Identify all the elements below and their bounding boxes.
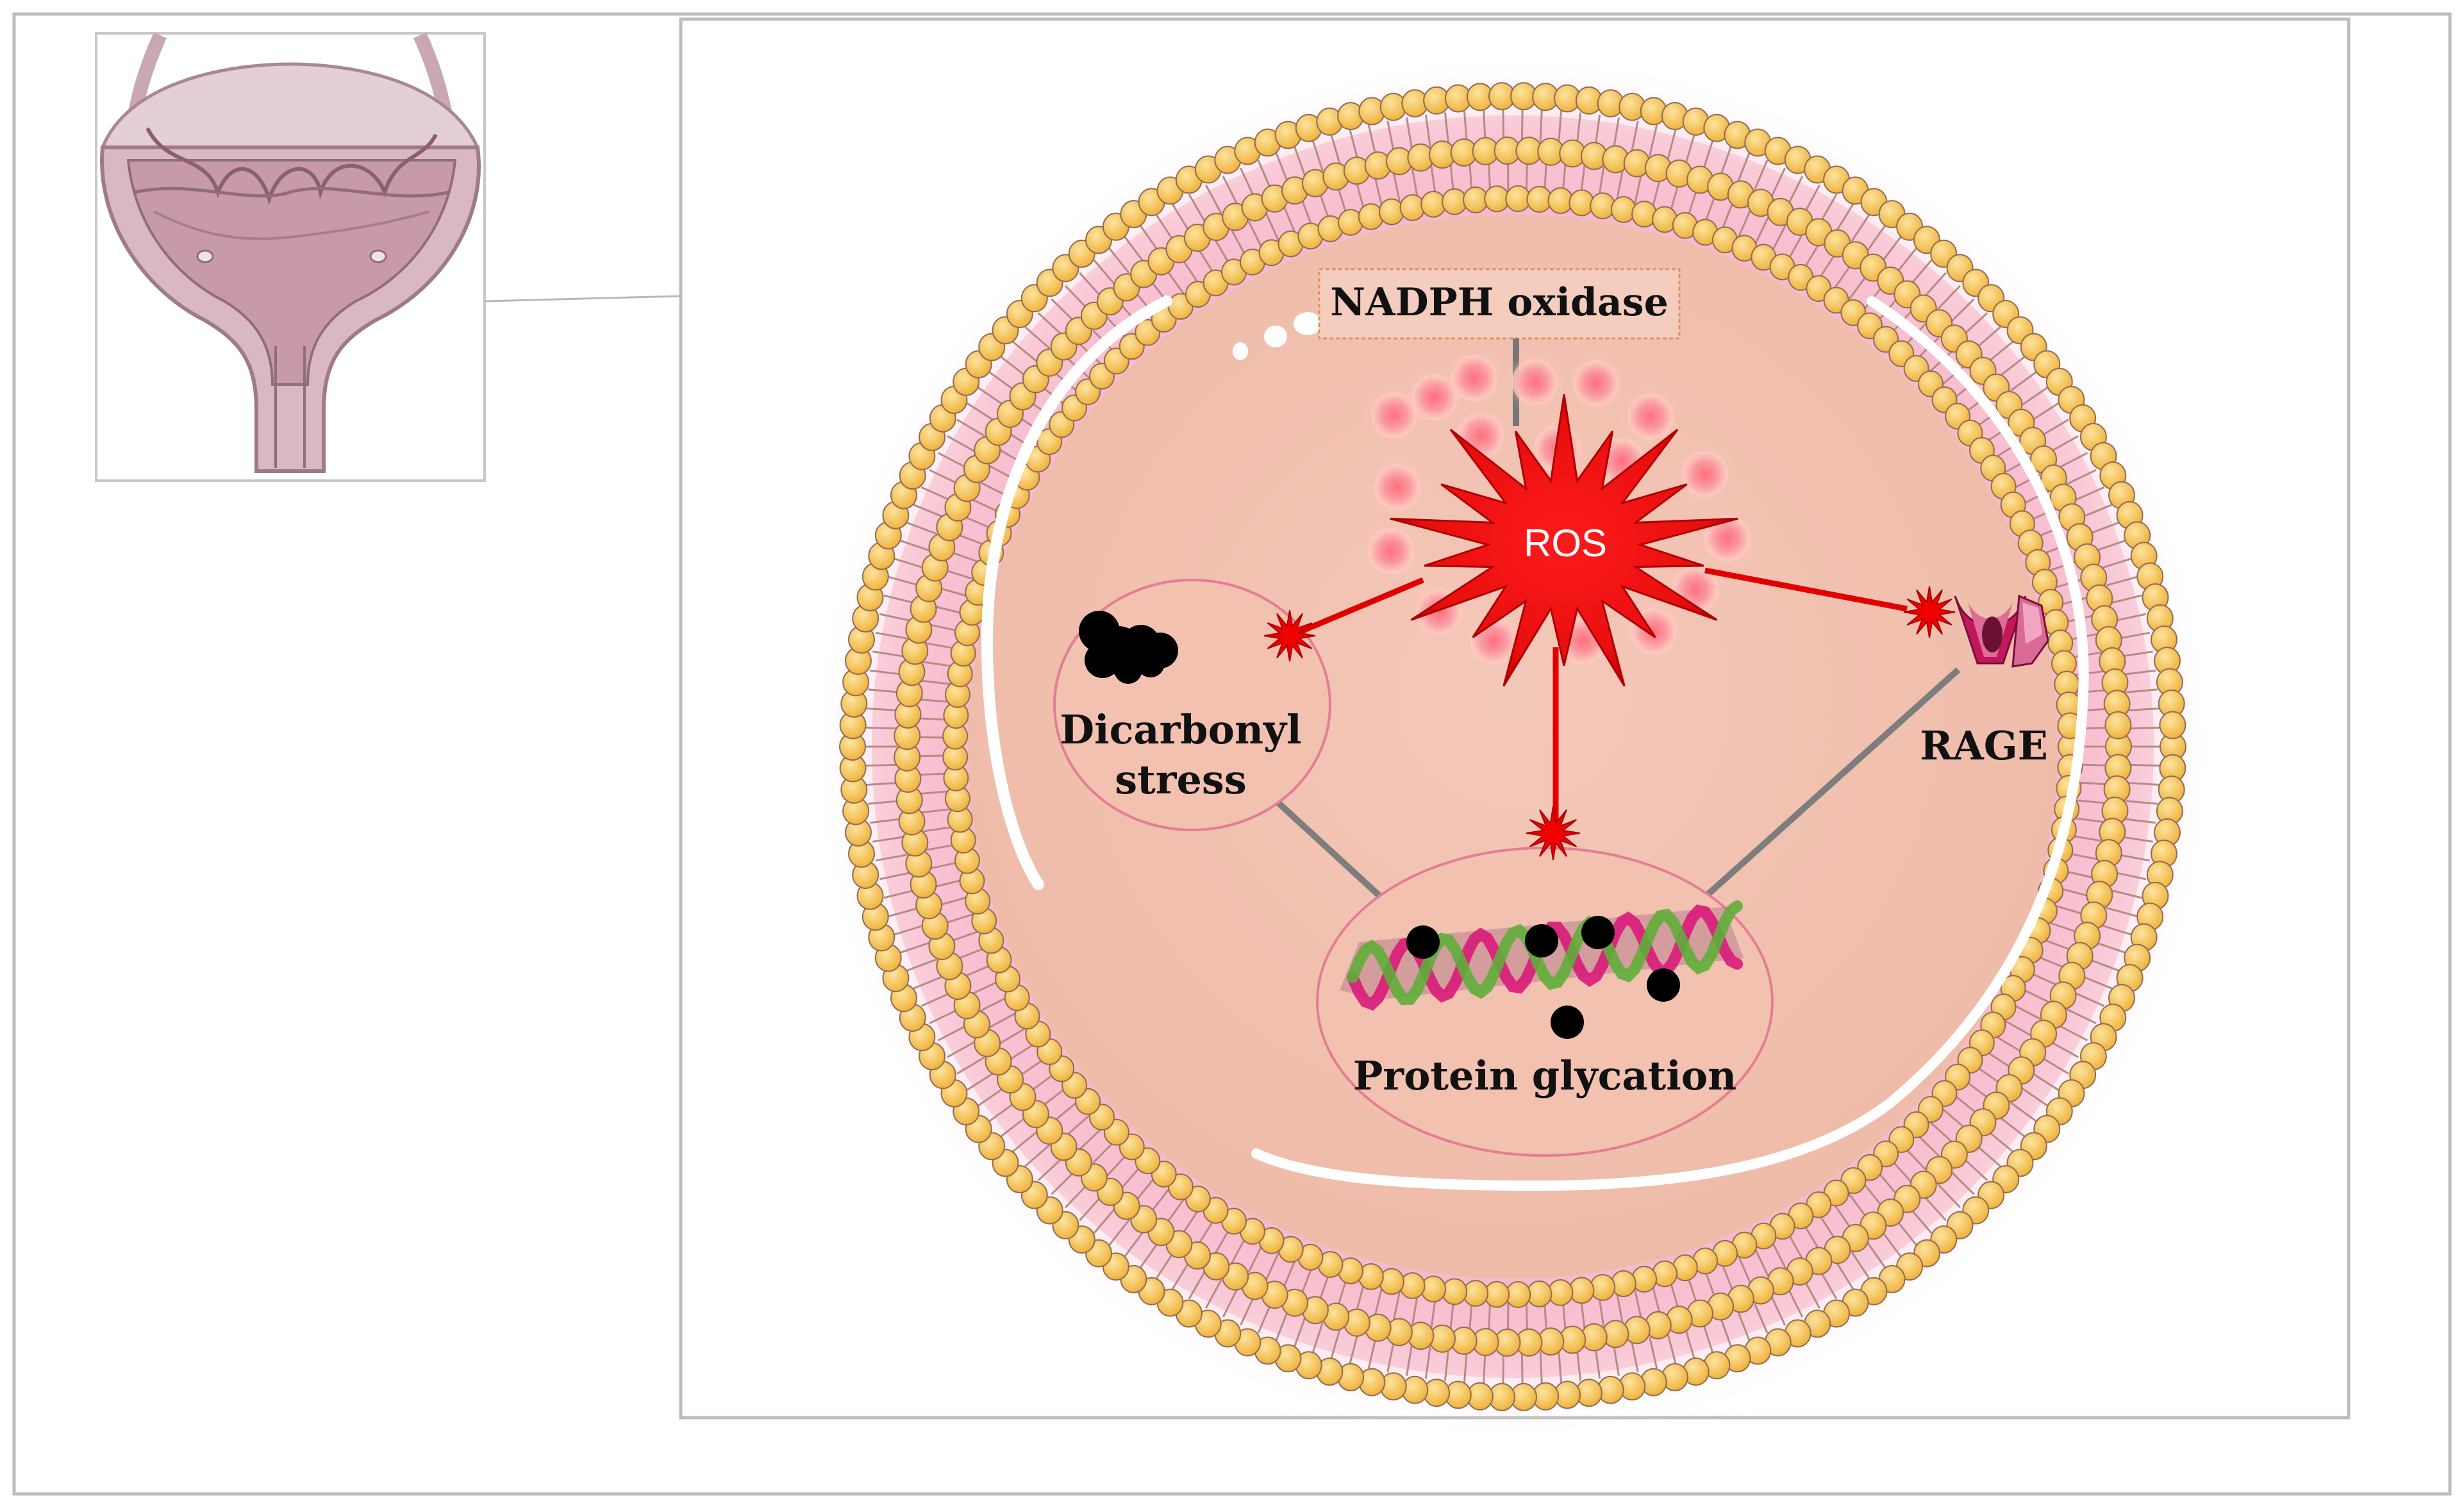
protein-glycation-circle <box>1316 847 1774 1157</box>
dicarbonyl-label-line2: stress <box>1115 756 1246 803</box>
membrane-middle-ring <box>894 137 2132 1357</box>
ros-arrows <box>1300 567 1908 824</box>
impact-star-dicarbonyl <box>1263 609 1316 662</box>
highlight-arc-left <box>981 295 1172 890</box>
membrane-inner-ring <box>942 185 2083 1308</box>
nadph-oxidase-box <box>1318 268 1681 340</box>
protein-glycation-label: Protein glycation <box>1353 1052 1736 1099</box>
rage-label: RAGE <box>1920 722 2048 769</box>
ros-label: ROS <box>1524 522 1607 565</box>
impact-star-glycation <box>1526 806 1581 861</box>
impact-stars <box>1263 586 1956 861</box>
rage-to-glycation-line <box>1706 667 1961 897</box>
arrow-ros-to-dicarbonyl <box>1300 577 1424 634</box>
glycation-adducts <box>1406 916 1680 1039</box>
cytoplasm <box>968 215 2058 1279</box>
rage-receptor-icon <box>1954 594 2049 668</box>
zoom-connector-line <box>484 295 681 302</box>
bubbles <box>1233 312 1322 360</box>
highlight-arc-right <box>1251 296 2089 1191</box>
bladder-illustration-icon <box>100 32 481 473</box>
membrane-outer-ring <box>839 82 2186 1411</box>
dicarbonyl-to-glycation-line <box>1263 789 1387 903</box>
arrow-ros-to-rage <box>1704 567 1908 612</box>
dicarbonyl-cluster-icon <box>1079 611 1178 684</box>
bladder-inset <box>95 32 486 482</box>
outer-frame <box>12 12 2452 1496</box>
nadph-oxidase-label: NADPH oxidase <box>1330 280 1669 325</box>
membrane-tails-outer <box>865 109 2160 1384</box>
ros-particles <box>1368 355 1751 664</box>
impact-star-rage <box>1903 586 1956 638</box>
dicarbonyl-label-line1: Dicarbonyl <box>1060 706 1301 753</box>
ros-burst-icon <box>1390 394 1738 687</box>
